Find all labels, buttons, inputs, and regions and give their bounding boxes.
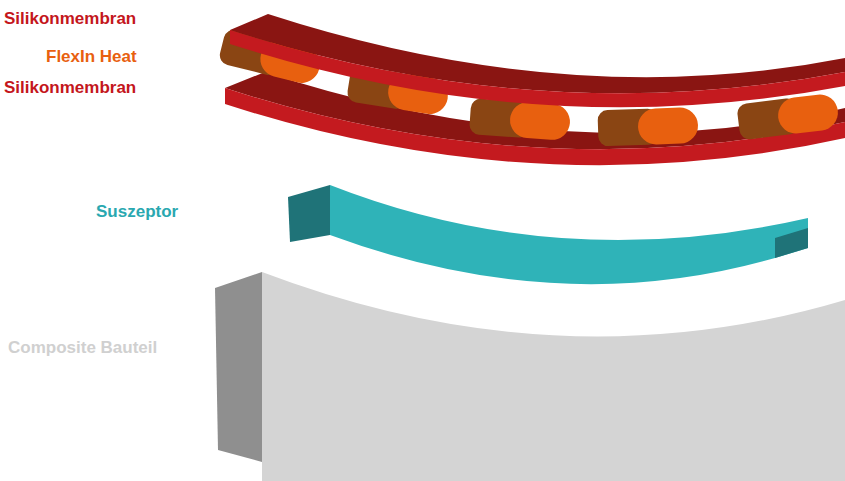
membrane-front-face [230, 30, 845, 107]
part-label: Suszeptor [96, 202, 178, 222]
part-label: FlexIn Heat [46, 47, 137, 67]
membrane-top-face [230, 14, 845, 93]
susceptor-end-face [775, 228, 808, 258]
part-label: Composite Bauteil [8, 338, 157, 358]
composite-end-face [215, 272, 262, 462]
part-label: Silikonmembran [4, 78, 136, 98]
composite-body [262, 272, 845, 481]
susceptor-body [330, 185, 808, 284]
susceptor-end-face [288, 185, 330, 242]
part-label: Silikonmembran [4, 9, 136, 29]
heating-element [597, 107, 698, 146]
